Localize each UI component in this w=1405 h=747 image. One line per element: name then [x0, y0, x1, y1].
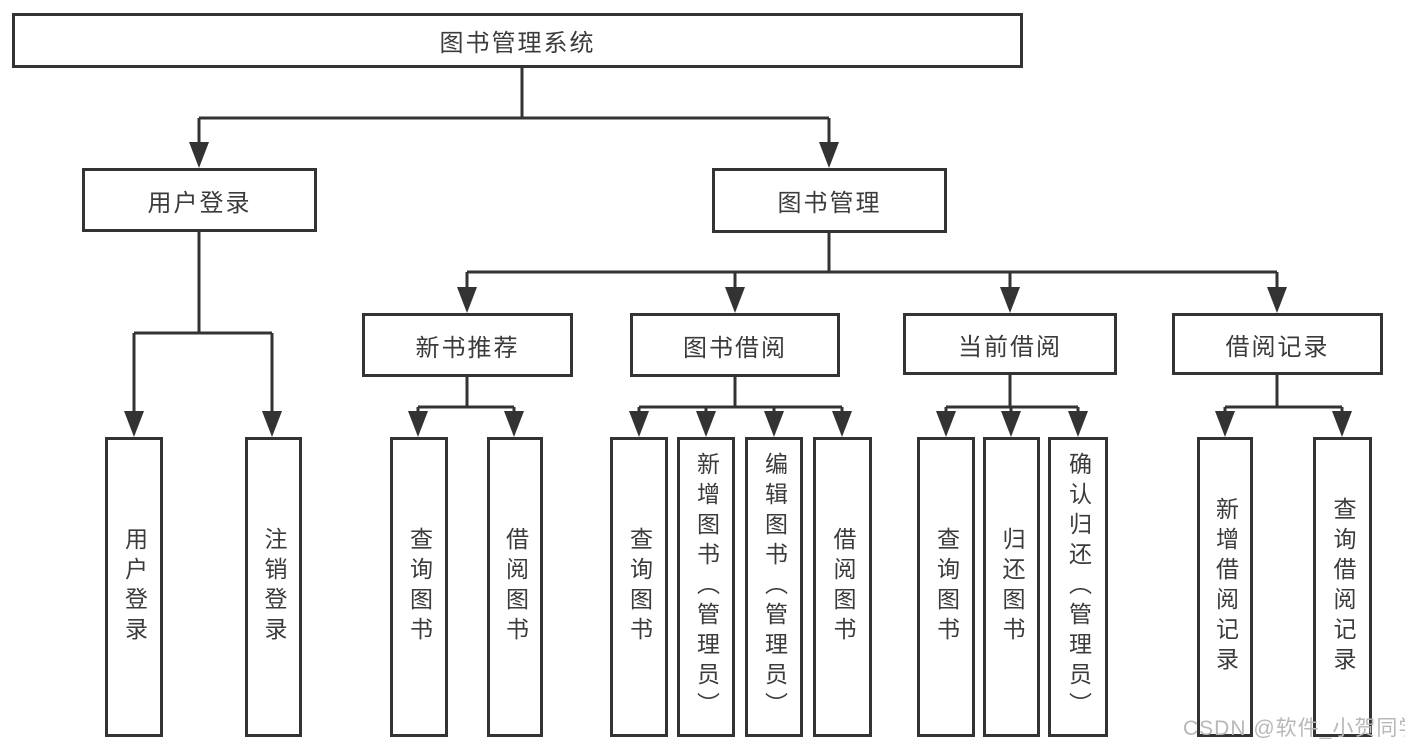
leaf-query-books-recommend: 查询图书 [390, 437, 448, 737]
leaf-add-books-admin: 新增图书（管理员） [677, 437, 735, 737]
leaf-label: 用户登录 [121, 527, 148, 647]
node-label: 图书管理系统 [439, 30, 596, 57]
leaf-label: 查询图书 [406, 527, 433, 647]
leaf-label: 查询借阅记录 [1330, 497, 1356, 677]
leaf-return-books: 归还图书 [983, 437, 1040, 737]
leaf-query-borrow-record: 查询借阅记录 [1313, 437, 1372, 737]
leaf-edit-books-admin: 编辑图书（管理员） [745, 437, 803, 737]
leaf-query-books-current: 查询图书 [917, 437, 975, 737]
leaf-label: 确认归还（管理员） [1065, 452, 1092, 722]
leaf-label: 借阅图书 [830, 527, 856, 647]
node-label: 图书管理 [777, 190, 882, 217]
node-label: 当前借阅 [958, 333, 1062, 361]
leaf-borrow-books: 借阅图书 [813, 437, 872, 737]
leaf-label: 查询图书 [933, 527, 960, 647]
leaf-label: 注销登录 [261, 527, 287, 647]
node-current-borrowing: 当前借阅 [903, 313, 1117, 375]
node-label: 用户登录 [147, 189, 252, 217]
node-borrow-records: 借阅记录 [1172, 313, 1383, 375]
leaf-label: 新增图书（管理员） [693, 452, 720, 722]
node-book-borrowing: 图书借阅 [630, 313, 840, 377]
leaf-label: 新增借阅记录 [1212, 497, 1239, 677]
leaf-query-books-borrowing: 查询图书 [610, 437, 668, 737]
leaf-label: 编辑图书（管理员） [761, 452, 788, 722]
leaf-confirm-return-admin: 确认归还（管理员） [1048, 437, 1108, 737]
leaf-borrow-books-recommend: 借阅图书 [487, 437, 543, 737]
leaf-add-borrow-record: 新增借阅记录 [1197, 437, 1253, 737]
csdn-watermark: CSDN @软件_小贺同学 [1183, 717, 1405, 740]
leaf-label: 查询图书 [626, 527, 653, 647]
leaf-user-login: 用户登录 [105, 437, 163, 737]
node-new-book-recommend: 新书推荐 [362, 313, 573, 377]
node-label: 借阅记录 [1225, 333, 1330, 361]
node-library-system: 图书管理系统 [12, 13, 1023, 68]
leaf-label: 归还图书 [999, 527, 1025, 647]
node-label: 图书借阅 [683, 334, 787, 362]
leaf-label: 借阅图书 [502, 527, 529, 647]
node-book-management: 图书管理 [712, 168, 947, 233]
leaf-logout: 注销登录 [245, 437, 302, 737]
node-user-login: 用户登录 [82, 168, 317, 232]
node-label: 新书推荐 [415, 334, 520, 362]
